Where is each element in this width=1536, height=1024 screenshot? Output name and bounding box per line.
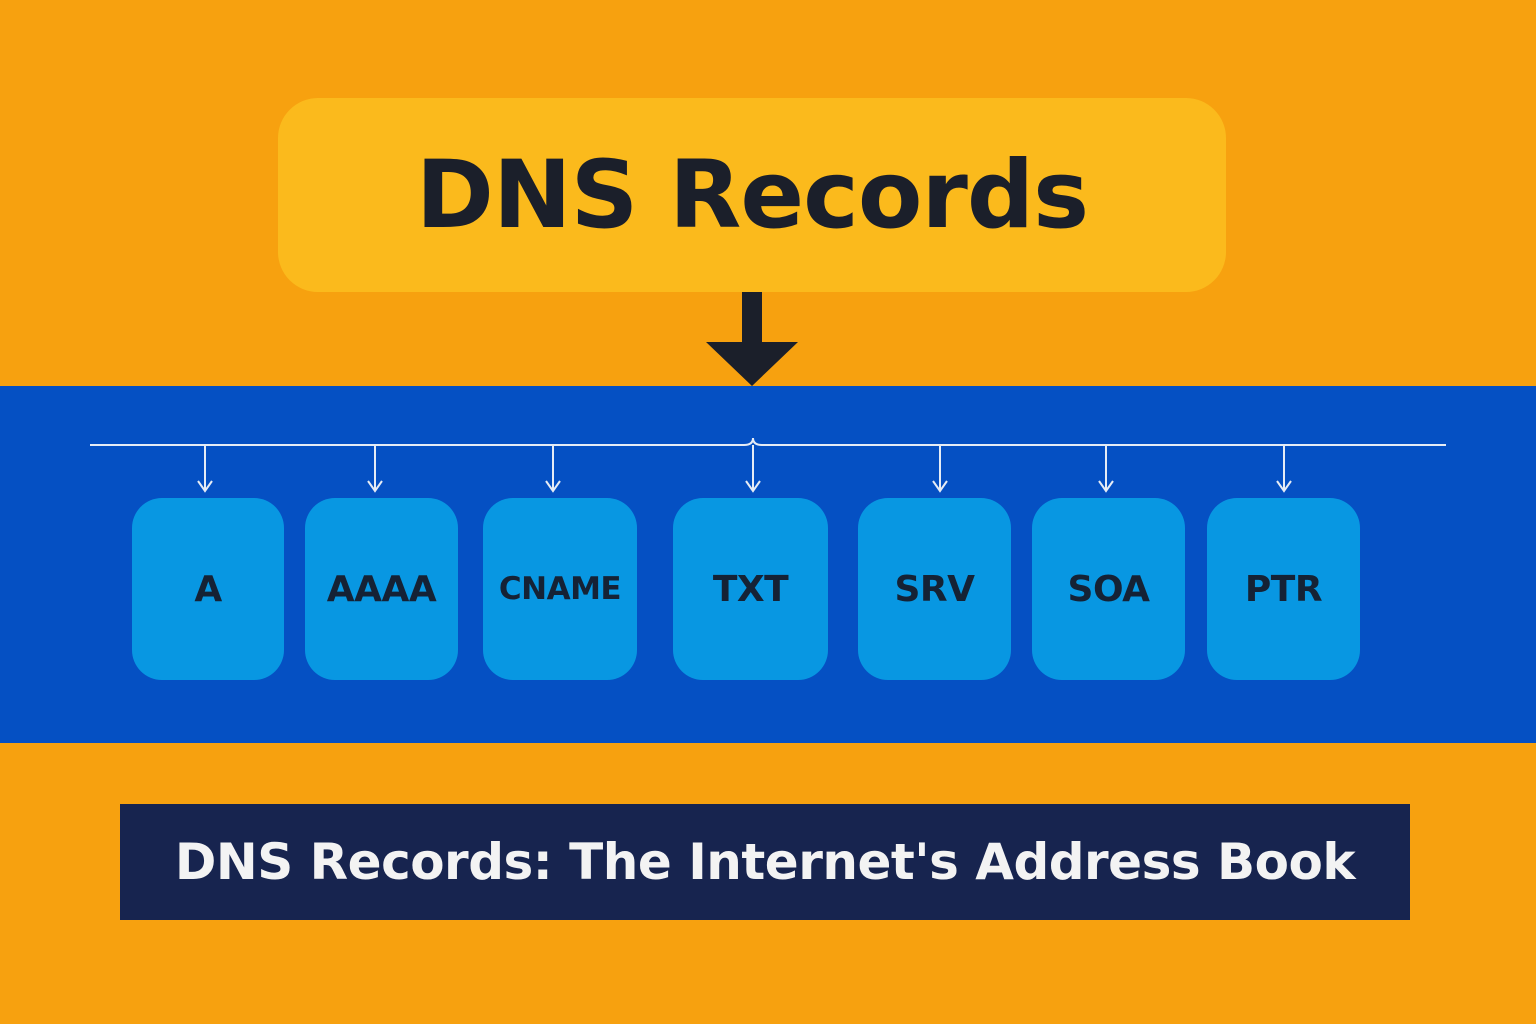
record-label: AAAA — [326, 568, 437, 610]
record-label: SOA — [1067, 568, 1150, 610]
record-cname: CNAME — [483, 498, 637, 680]
record-a: A — [132, 498, 284, 680]
down-arrow-shape — [706, 292, 798, 386]
record-label: TXT — [712, 568, 789, 610]
down-arrow-icon — [706, 292, 798, 386]
record-soa: SOA — [1032, 498, 1185, 680]
diagram-title: DNS Records — [415, 140, 1089, 250]
arrowhead-icon — [932, 480, 948, 493]
caption-text: DNS Records: The Internet's Address Book — [174, 833, 1356, 891]
record-label: PTR — [1244, 568, 1323, 610]
record-label: CNAME — [498, 571, 622, 607]
caption-bar: DNS Records: The Internet's Address Book — [120, 804, 1410, 920]
record-label: SRV — [894, 568, 975, 610]
connector-lines — [90, 437, 1446, 493]
arrowhead-icon — [545, 480, 561, 493]
record-label: A — [194, 568, 222, 610]
connector-group — [90, 437, 1446, 493]
arrowhead-icon — [1098, 480, 1114, 493]
title-box: DNS Records — [278, 98, 1226, 292]
record-txt: TXT — [673, 498, 828, 680]
arrowhead-icon — [1276, 480, 1292, 493]
record-aaaa: AAAA — [305, 498, 458, 680]
arrowhead-icon — [197, 480, 213, 493]
record-ptr: PTR — [1207, 498, 1360, 680]
record-srv: SRV — [858, 498, 1011, 680]
arrowhead-icon — [367, 480, 383, 493]
connector-bus-line — [90, 437, 1446, 446]
arrowhead-icon — [745, 480, 761, 493]
